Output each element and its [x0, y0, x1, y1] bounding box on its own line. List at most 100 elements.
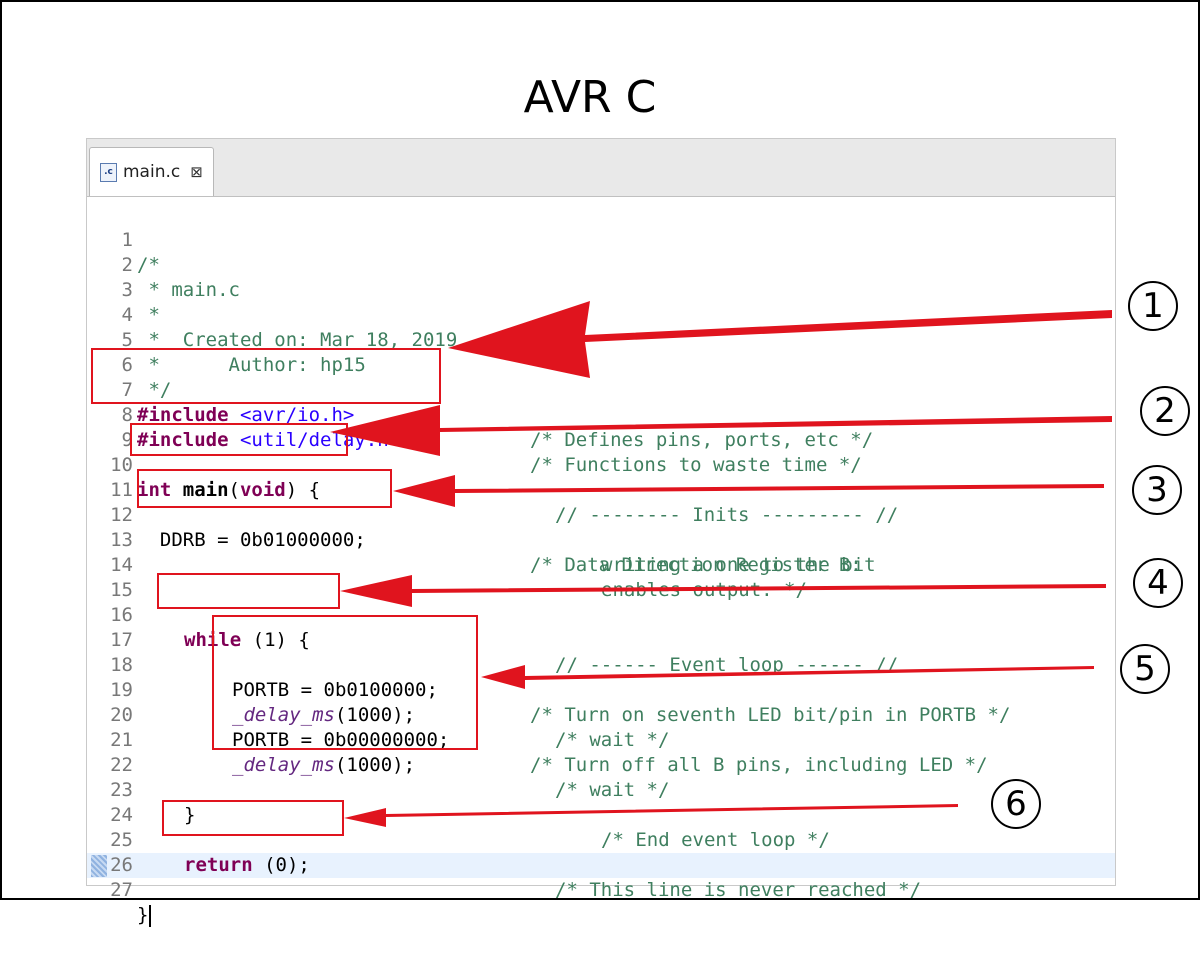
code-line: 23 } /* End event loop */: [87, 753, 1107, 851]
line-number: 13: [110, 529, 133, 551]
callout-number: 6: [991, 779, 1041, 829]
code-line: 18 PORTB = 0b0100000; /* Turn on seventh…: [87, 628, 1107, 726]
line-comment: /* wait */: [555, 729, 670, 751]
code-line: 21 _delay_ms(1000); /* wait */: [87, 703, 1107, 801]
code-line: 1 /*: [87, 203, 1107, 276]
line-comment: // ------ Event loop ------ //: [555, 654, 899, 676]
line-number: 19: [110, 679, 133, 701]
line-comment: /* End event loop */: [601, 829, 830, 851]
c-file-icon: .c: [100, 162, 117, 182]
code-line: 16 while (1) { // ------ Event loop ----…: [87, 578, 1107, 676]
code-line: 10 int main(void) { // -------- Inits --…: [87, 428, 1107, 526]
line-number: 6: [121, 354, 133, 376]
line-code: int main(void) {: [137, 478, 320, 503]
code-text: (1000);: [334, 754, 416, 776]
line-comment: /* This line is never reached */: [555, 879, 922, 901]
code-line: 20 PORTB = 0b00000000; /* Turn off all B…: [87, 678, 1107, 776]
code-text: (1) {: [241, 629, 310, 651]
editor-tab-bar: .c main.c ⊠: [87, 139, 1115, 197]
line-code: }: [137, 903, 152, 928]
code-line: 24: [87, 778, 1107, 826]
current-line-highlight: [87, 853, 1115, 878]
line-number: 25: [110, 829, 133, 851]
line-code: */: [137, 379, 172, 401]
include-path: <avr/io.h>: [228, 404, 355, 426]
code-line: 9: [87, 403, 1107, 451]
arrow-6: [344, 804, 958, 827]
page-title: AVR C: [523, 72, 657, 123]
callout-box-loop-body: [212, 615, 478, 750]
line-number: 16: [110, 604, 133, 626]
line-code: PORTB = 0b0100000;: [232, 679, 438, 701]
line-number: 11: [110, 479, 133, 501]
arrow-5: [481, 665, 1094, 689]
code-line: 3 *: [87, 253, 1107, 326]
code-text: (1000);: [334, 704, 416, 726]
callout-box-while: [157, 573, 340, 609]
code-line: 26: [87, 828, 1107, 876]
line-comment: /* wait */: [555, 779, 670, 801]
arrow-2: [330, 405, 1112, 456]
text-cursor: [149, 904, 152, 927]
line-code: DDRB = 0b01000000;: [137, 529, 366, 551]
line-number: 21: [110, 729, 133, 751]
line-comment: writing a one to the bit: [601, 554, 876, 576]
callout-box-return: [162, 800, 344, 836]
line-number: 12: [110, 504, 133, 526]
code-line: 13 writing a one to the bit: [87, 503, 1107, 576]
callout-box-ddrb: [137, 469, 392, 508]
code-line: 5 * Author: hp15: [87, 303, 1107, 376]
line-number: 9: [121, 429, 133, 451]
code-editor[interactable]: .c main.c ⊠ 1 /* 2 * main.c 3 * 4 * Crea…: [86, 138, 1116, 927]
line-comment: /* Data Direction Register B:: [530, 554, 862, 576]
code-text: (0);: [252, 854, 310, 876]
line-number: 4: [121, 304, 133, 326]
line-number: 27: [110, 879, 133, 901]
line-comment: /* Functions to waste time */: [530, 454, 862, 476]
arrow-1: [448, 301, 1112, 378]
line-number: 1: [121, 229, 133, 251]
line-code: return (0);: [184, 853, 310, 878]
line-code: * Author: hp15: [137, 354, 366, 376]
code-line: 22: [87, 728, 1107, 776]
callout-arrows: [330, 301, 1112, 827]
preprocessor-keyword: #include: [137, 429, 229, 451]
line-code: * main.c: [137, 279, 240, 301]
function-name: main: [171, 479, 229, 501]
callout-number: 1: [1128, 281, 1178, 331]
tab-label: main.c: [123, 162, 181, 182]
arrow-3: [393, 475, 1104, 507]
line-number: 5: [121, 329, 133, 351]
line-code: #include <avr/io.h>: [137, 403, 354, 428]
line-code: }: [184, 804, 196, 826]
line-comment: // -------- Inits --------- //: [555, 504, 899, 526]
code-line: 11: [87, 453, 1107, 501]
code-line: 4 * Created on: Mar 18, 2019: [87, 278, 1107, 351]
callout-box-includes: [91, 348, 441, 404]
line-code: PORTB = 0b00000000;: [232, 729, 450, 751]
return-keyword: return: [184, 854, 253, 876]
code-line: 15: [87, 553, 1107, 601]
arrow-4: [340, 575, 1106, 607]
tab-main-c[interactable]: .c main.c ⊠: [89, 147, 214, 196]
function-call: _delay_ms: [232, 704, 335, 726]
preprocessor-keyword: #include: [137, 404, 229, 426]
line-code: _delay_ms(1000);: [232, 703, 415, 728]
line-code: _delay_ms(1000);: [232, 753, 415, 778]
code-text: (: [228, 479, 240, 501]
line-number: 26: [110, 854, 133, 876]
callout-box-main: [130, 423, 348, 456]
close-icon[interactable]: ⊠: [190, 163, 203, 181]
line-number: 17: [110, 629, 133, 651]
function-call: _delay_ms: [232, 754, 335, 776]
line-code: *: [137, 304, 160, 326]
line-number: 10: [110, 454, 133, 476]
line-code: /*: [137, 254, 160, 276]
type-keyword: int: [137, 479, 172, 501]
line-code: * Created on: Mar 18, 2019: [137, 329, 458, 351]
line-number: 8: [121, 404, 133, 426]
code-line: 19 _delay_ms(1000); /* wait */: [87, 653, 1107, 751]
code-line: 17: [87, 603, 1107, 651]
line-number: 20: [110, 704, 133, 726]
line-comment: /* Turn on seventh LED bit/pin in PORTB …: [530, 704, 1011, 726]
